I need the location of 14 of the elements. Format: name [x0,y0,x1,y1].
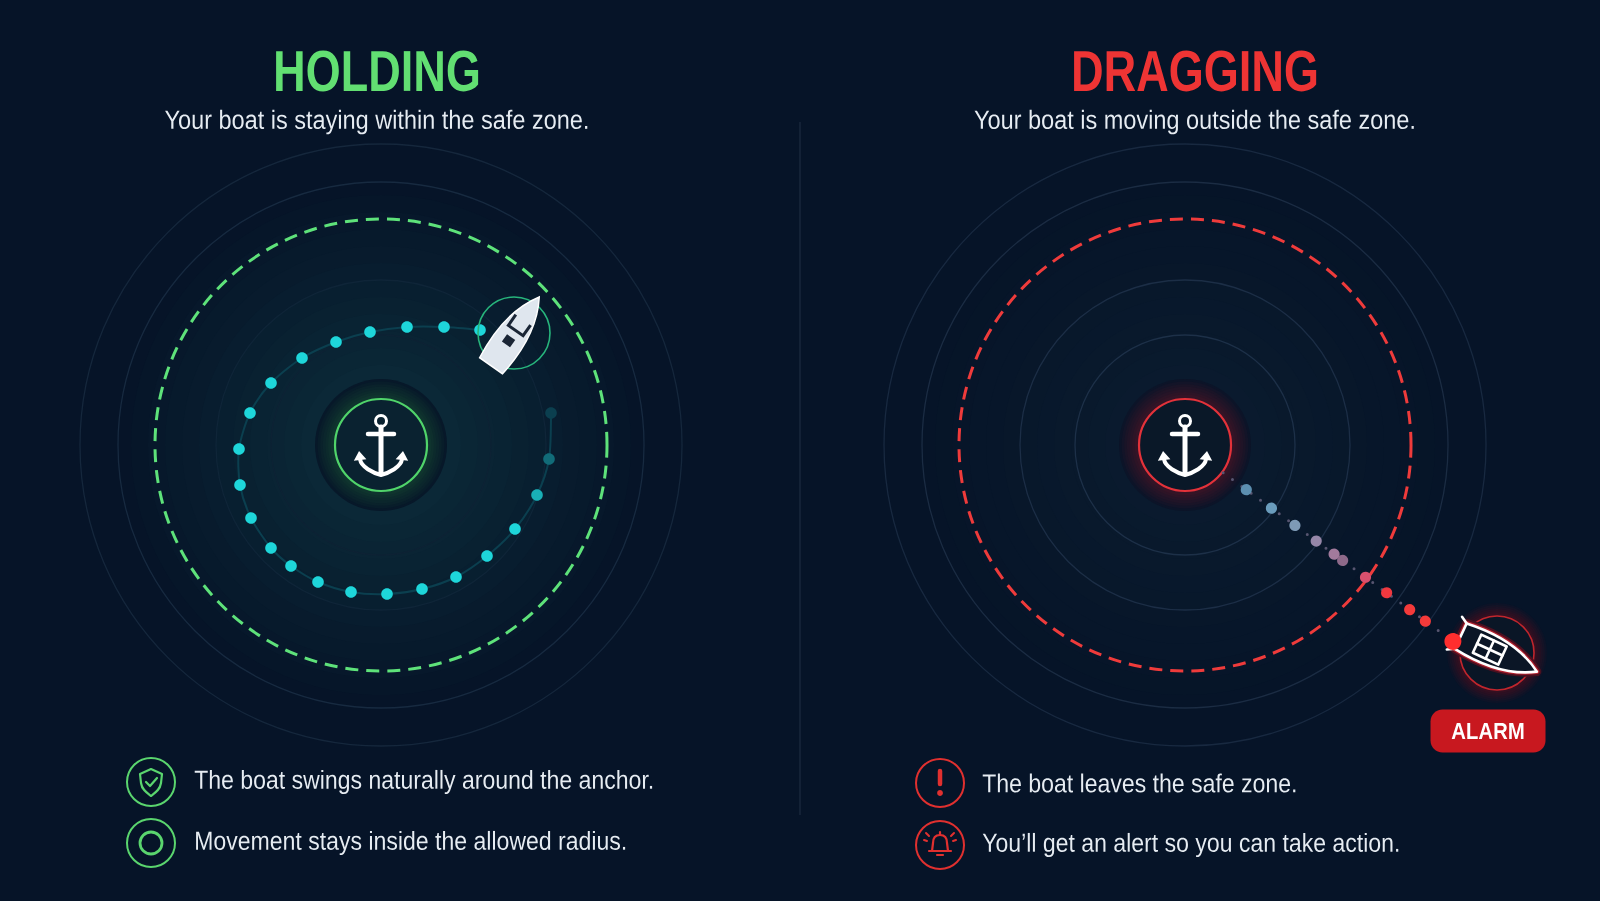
heading: DRAGGING [1074,50,1317,92]
bullet-text: Movement stays inside the allowed radius. [196,830,626,856]
alarm-badge: ALARM [1430,709,1546,753]
bullet-text: The boat swings naturally around the anchor. [194,769,653,795]
dotted-track [1221,471,1462,650]
heading: HOLDING [276,50,479,92]
bullet-text: You’ll get an alert so you can take action. [982,832,1399,858]
subtitle: Your boat is staying within the safe zone. [165,109,588,135]
anchor-icon [1119,379,1251,511]
bullet-text: The boat leaves the safe zone. [982,773,1296,793]
subtitle: Your boat is moving outside the safe zone. [974,109,1414,135]
boat-icon [1445,603,1547,703]
anchor-icon [315,379,447,511]
boat-icon [477,296,551,375]
